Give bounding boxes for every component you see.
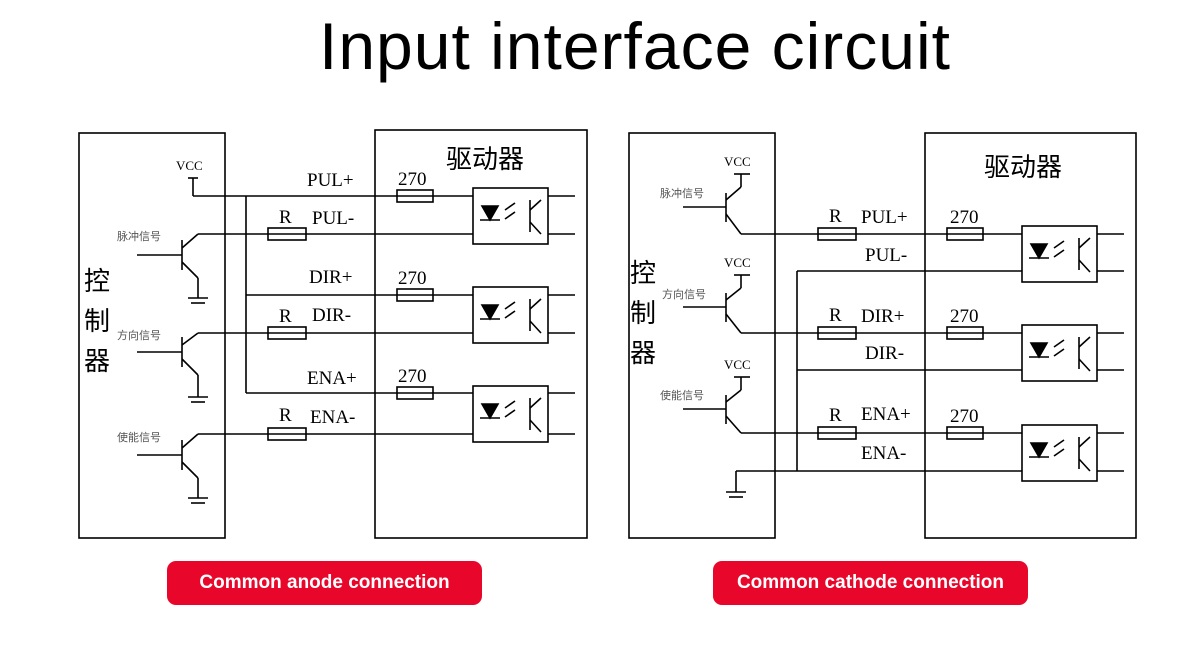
optocoupler-left-2 [472,286,575,344]
signal-label-left-3: 使能信号 [117,430,161,444]
svg-text:PUL+: PUL+ [861,207,908,228]
signal-label-left-1: 脉冲信号 [117,229,161,243]
signal-label-right-1: 脉冲信号 [660,186,704,200]
svg-text:DIR-: DIR- [865,343,904,364]
ctrl-char: 控 [84,267,110,297]
pin-label: DIR+ [309,267,352,288]
svg-text:VCC: VCC [724,255,751,270]
optocoupler-right-1 [1021,225,1124,283]
svg-text:270: 270 [950,207,979,228]
pin-label: DIR- [312,305,351,326]
transistor-right-3: VCC [683,357,1022,434]
driver-label-left: 驱动器 [446,145,524,175]
svg-text:VCC: VCC [724,154,751,169]
optocoupler-left-1 [472,187,575,245]
pin-label: ENA+ [307,368,357,389]
ctrl-char: 制 [84,307,110,337]
svg-text:R: R [829,305,842,326]
vcc-label-left: VCC [176,158,203,173]
resistor-270-label: 270 [398,366,427,387]
ctrl-char: 控 [630,259,656,289]
resistor-r-label: R [279,207,292,228]
transistor-left-3 [137,433,473,504]
controller-box-left [78,132,226,539]
pin-label: ENA- [310,407,355,428]
common-anode-diagram: 控 制 器 驱动器 VCC [78,129,588,539]
ctrl-char: 器 [84,347,110,377]
svg-text:DIR+: DIR+ [861,306,904,327]
svg-text:PUL-: PUL- [865,245,907,266]
controller-label-right: 控 制 器 [630,259,664,369]
pin-label: PUL+ [307,170,354,191]
optocoupler-left-3 [472,385,575,443]
caption-common-anode: Common anode connection [167,561,482,605]
optocoupler-right-2 [1021,324,1124,382]
controller-label-left-1: 控 制 器 [84,267,118,377]
svg-text:R: R [829,206,842,227]
driver-label-right: 驱动器 [984,153,1062,183]
resistor-r-label: R [279,405,292,426]
svg-text:ENA-: ENA- [861,443,906,464]
transistor-left-2 [137,332,473,403]
controller-box-right [628,132,776,539]
resistor-r-label: R [279,306,292,327]
signal-label-right-2: 方向信号 [662,287,706,301]
driver-box-left [374,129,588,539]
transistor-right-1: VCC [683,154,1022,235]
resistor-270-label: 270 [398,268,427,289]
caption-common-cathode: Common cathode connection [713,561,1028,605]
svg-text:ENA+: ENA+ [861,404,911,425]
svg-text:270: 270 [950,406,979,427]
svg-text:VCC: VCC [724,357,751,372]
signal-label-right-3: 使能信号 [660,388,704,402]
page-title: Input interface circuit [319,9,951,83]
svg-text:270: 270 [950,306,979,327]
ctrl-char: 器 [630,339,656,369]
pin-label: PUL- [312,208,354,229]
ctrl-char: 制 [630,299,656,329]
common-cathode-diagram: 控 制 器 驱动器 VCC VCC VCC [628,132,1137,539]
resistor-270-label: 270 [398,169,427,190]
signal-label-left-2: 方向信号 [117,328,161,342]
driver-box-right [924,132,1137,539]
transistor-left-1 [137,233,473,304]
optocoupler-right-3 [1021,424,1124,482]
svg-text:R: R [829,405,842,426]
transistor-right-2: VCC [683,255,1022,334]
